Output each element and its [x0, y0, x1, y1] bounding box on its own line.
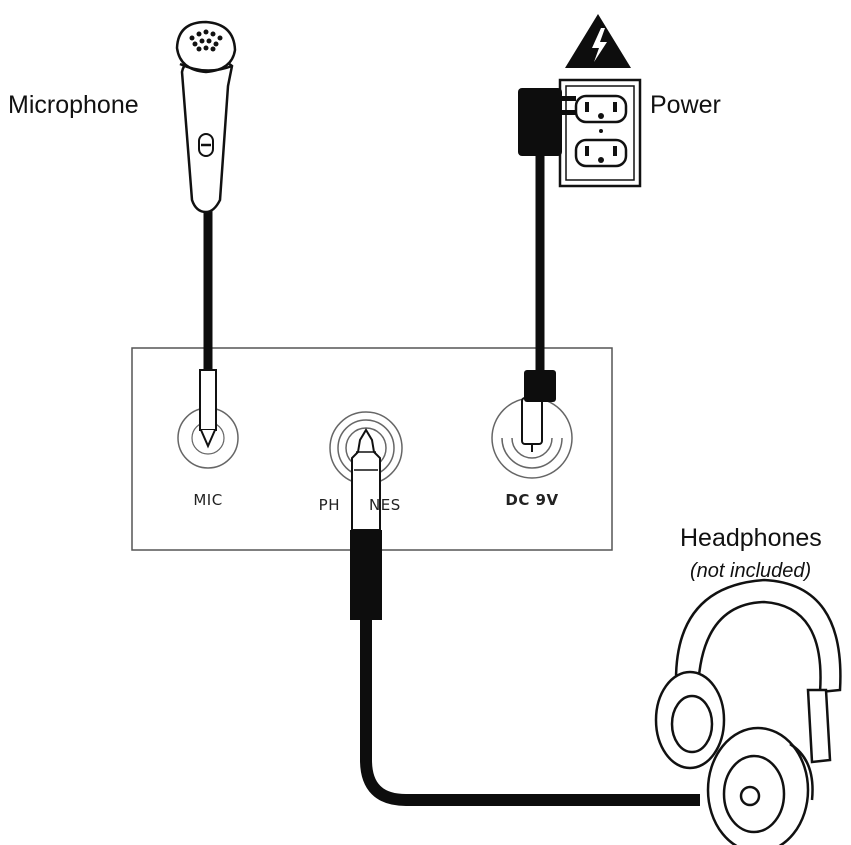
phones-jack [329, 411, 403, 531]
mic-port-label: MIC [193, 491, 222, 509]
power-adapter [518, 88, 576, 156]
headphones-label: Headphones [680, 524, 822, 552]
headphones-cable [350, 530, 700, 806]
wall-outlet-icon [558, 78, 642, 188]
microphone-label: Microphone [8, 91, 139, 119]
mic-jack [177, 369, 239, 469]
headphones-note: (not included) [690, 560, 811, 582]
power-label: Power [650, 91, 721, 119]
phones-port-label-right: NES [369, 496, 401, 514]
phones-port-label-left: PH [319, 496, 340, 514]
high-voltage-warning-icon [565, 14, 631, 68]
dc-jack [491, 397, 573, 479]
power-cable [524, 150, 556, 402]
microphone [175, 20, 237, 370]
headphones [654, 578, 842, 845]
dc-port-label: DC 9V [505, 491, 558, 509]
